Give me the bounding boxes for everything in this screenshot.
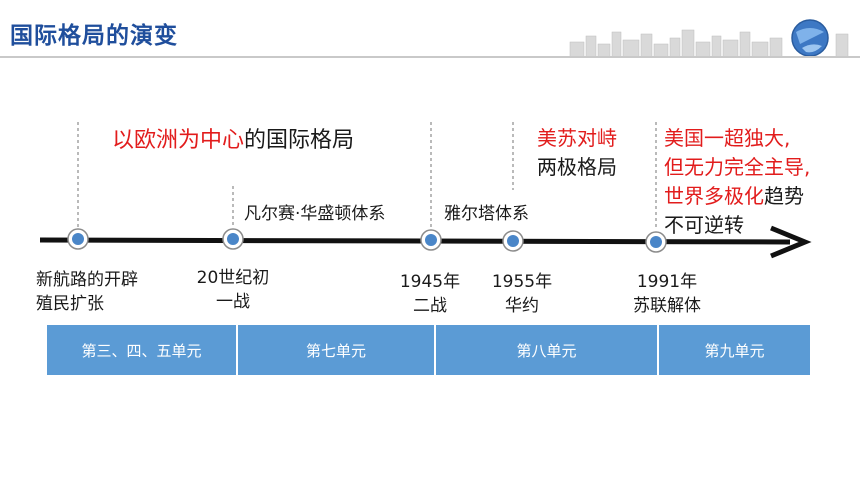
era-multipolar-line3-rest: 趋势 xyxy=(764,184,804,208)
node-1 xyxy=(67,228,89,250)
era-multipolar-line1: 美国一超独大, xyxy=(664,126,791,150)
era-europe-highlight: 以欧洲为中心 xyxy=(112,128,245,153)
era-multipolar-line2: 但无力完全主导, xyxy=(664,155,811,179)
page-title: 国际格局的演变 xyxy=(10,23,178,49)
unit-9: 第九单元 xyxy=(657,325,810,375)
node-5 xyxy=(645,231,667,253)
event-new-sea-routes: 新航路的开辟 殖民扩张 xyxy=(36,270,138,314)
event-warsaw-pact: 1955年 华约 xyxy=(491,272,553,316)
timeline-axis xyxy=(39,237,791,245)
node-2 xyxy=(222,228,244,250)
timeline-nodes xyxy=(67,228,667,253)
era-bipolar-highlight: 美苏对峙 xyxy=(537,126,617,150)
era-bipolar: 美苏对峙 两极格局 xyxy=(537,124,617,182)
era-versailles-washington: 凡尔赛·华盛顿体系 xyxy=(244,204,386,224)
era-multipolar-line4: 不可逆转 xyxy=(664,213,744,237)
era-yalta: 雅尔塔体系 xyxy=(444,204,529,224)
unit-7: 第七单元 xyxy=(236,325,434,375)
unit-8: 第八单元 xyxy=(434,325,657,375)
unit-bar: 第三、四、五单元 第七单元 第八单元 第九单元 xyxy=(47,325,810,375)
timeline-arrowhead xyxy=(770,225,812,259)
node-4 xyxy=(502,230,524,252)
era-europe-text: 的国际格局 xyxy=(244,128,355,153)
node-3 xyxy=(420,229,442,251)
era-multipolar-highlight: 世界多极化 xyxy=(664,184,764,208)
event-ww2: 1945年 二战 xyxy=(399,272,461,316)
event-soviet-dissolution: 1991年 苏联解体 xyxy=(633,272,701,316)
city-skyline-decoration xyxy=(569,19,849,58)
dashed-dividers xyxy=(77,122,657,228)
header-divider xyxy=(0,56,860,58)
era-europe-centered: 以欧洲为中心的国际格局 xyxy=(112,122,354,154)
globe-icon xyxy=(791,19,829,57)
unit-3-4-5: 第三、四、五单元 xyxy=(47,325,236,375)
event-ww1: 20世纪初 一战 xyxy=(196,268,270,312)
era-bipolar-text: 两极格局 xyxy=(537,155,617,179)
era-multipolar: 美国一超独大, 但无力完全主导, 世界多极化趋势 不可逆转 xyxy=(664,124,810,240)
